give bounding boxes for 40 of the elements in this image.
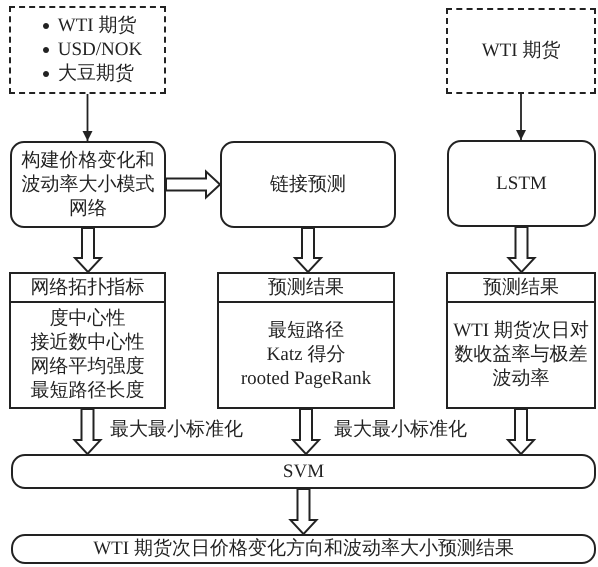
node-label: SVM	[282, 460, 326, 484]
input-box	[446, 8, 596, 94]
arrow	[516, 94, 526, 140]
list-item: USD/NOK	[58, 38, 142, 62]
item-text: 最短路径	[268, 319, 344, 343]
hollow-arrow	[506, 408, 536, 456]
list-item: WTI 期货	[58, 14, 136, 38]
input-box	[9, 6, 166, 94]
hollow-arrow	[292, 227, 324, 274]
hollow-arrow	[288, 488, 319, 536]
table-header: 网络拓扑指标	[11, 274, 164, 303]
node-label: WTI 期货	[480, 39, 562, 63]
item-text: Katz 得分	[266, 343, 346, 367]
process-box	[220, 141, 396, 228]
hollow-arrow	[506, 226, 537, 274]
item-text: 网络平均强度	[30, 355, 144, 379]
item-text: 接近数中心性	[30, 331, 144, 355]
arrow	[82, 94, 92, 141]
table-header: 预测结果	[448, 274, 594, 303]
table-header: 预测结果	[219, 274, 393, 303]
node-label: 构建价格变化和波动率大小模式网络	[20, 148, 156, 220]
node-label: WTI 期货次日价格变化方向和波动率大小预测结果	[92, 537, 515, 561]
hollow-arrow	[72, 408, 103, 456]
process-box	[447, 140, 596, 227]
hollow-arrow	[290, 408, 322, 456]
result-table-box	[217, 272, 395, 409]
node-label: 链接预测	[269, 172, 347, 196]
result-table-box	[9, 272, 166, 409]
hollow-arrow	[72, 227, 104, 274]
process-box	[10, 141, 166, 228]
process-box	[11, 454, 596, 489]
result-table-box	[446, 272, 596, 409]
process-box	[11, 534, 596, 564]
item-text: WTI 期货次日对数收益率与极差波动率	[452, 319, 590, 391]
item-text: rooted PageRank	[240, 367, 372, 391]
node-label: LSTM	[495, 172, 548, 196]
item-text: 最短路径长度	[30, 379, 144, 403]
hollow-arrow	[165, 169, 222, 200]
item-text: 度中心性	[50, 307, 126, 331]
list-item: 大豆期货	[58, 62, 134, 86]
